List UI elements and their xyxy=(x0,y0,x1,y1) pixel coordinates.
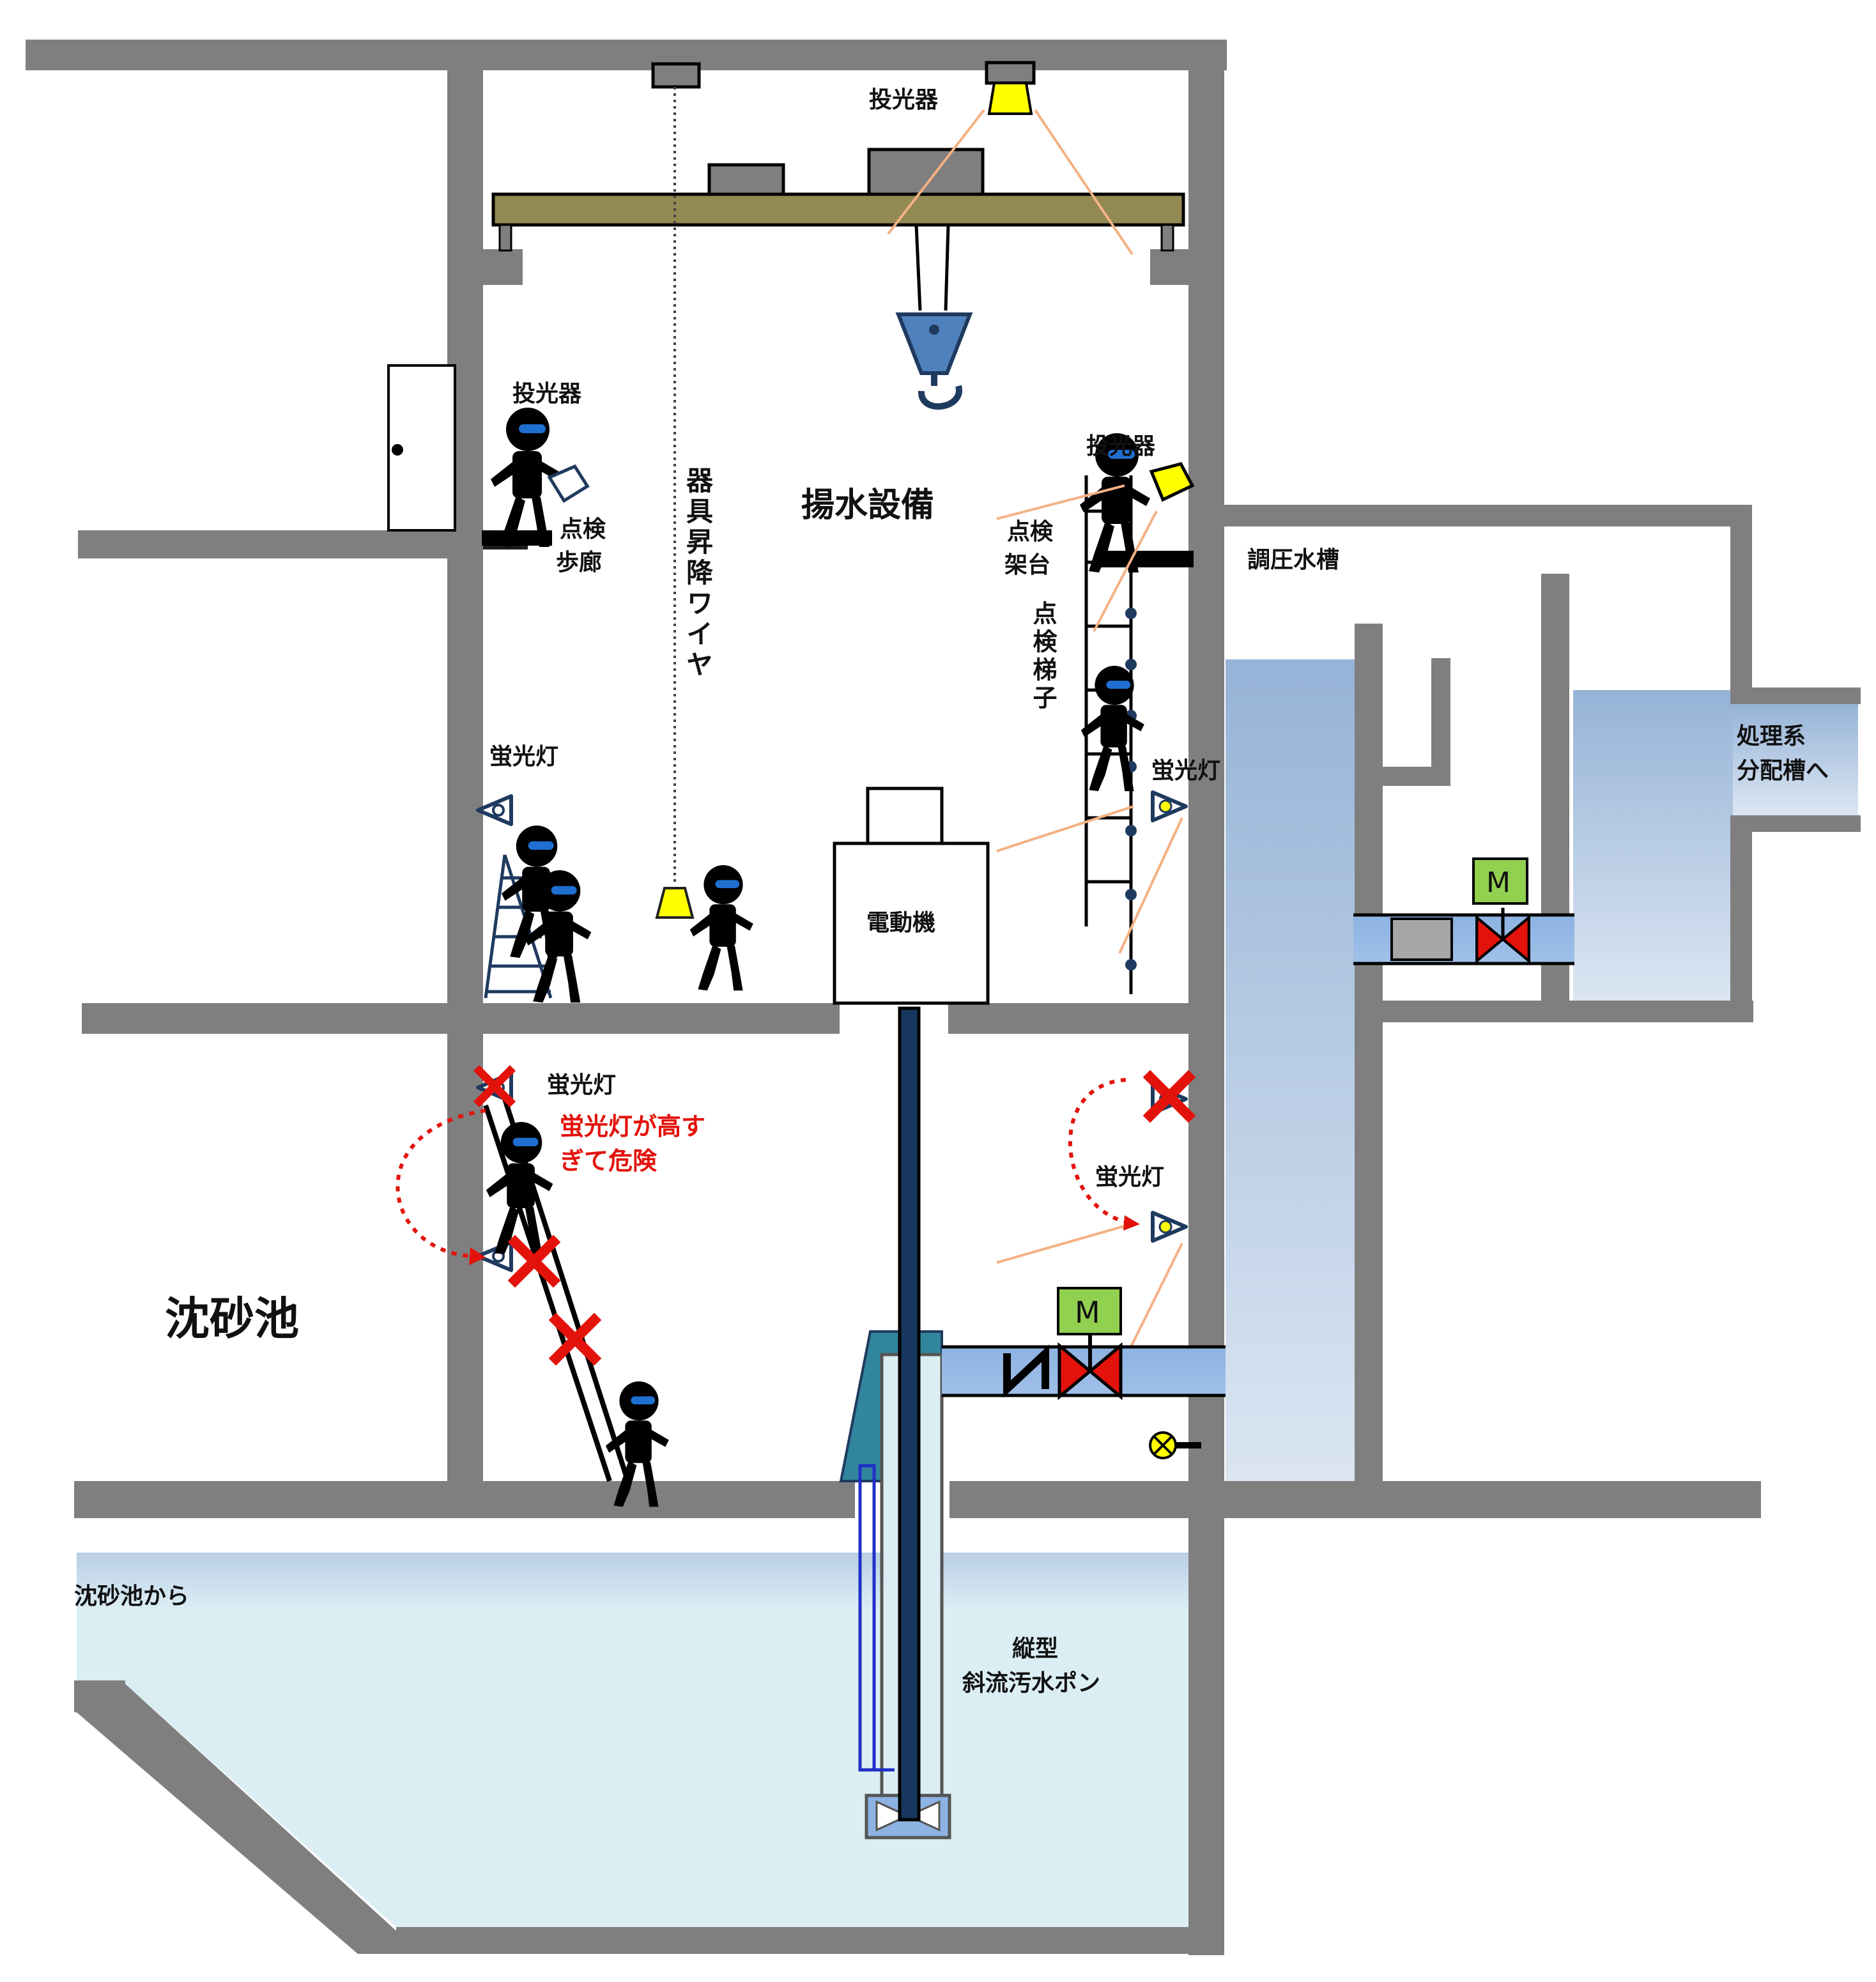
floodlight-top-icon xyxy=(985,61,1036,115)
fluorescent-label: 蛍光灯 xyxy=(547,1072,616,1098)
outlet-channel-water xyxy=(1733,703,1858,815)
overhead-crane xyxy=(491,62,1185,410)
worker-icon xyxy=(689,865,753,991)
motor-icon xyxy=(833,787,990,1005)
fluorescent-light-icon xyxy=(1153,1213,1186,1241)
inspection-ladder-label: 点検梯子 xyxy=(1029,601,1057,713)
pump-equipment-label: 揚水設備 xyxy=(801,486,934,525)
relocate-arrow xyxy=(1068,1078,1133,1225)
danger-note: 蛍光灯が高す ぎて危険 xyxy=(560,1112,714,1175)
surge-tank-water xyxy=(1226,659,1360,1489)
fluorescent-label: 蛍光灯 xyxy=(489,744,558,770)
valve-motor-label: M xyxy=(1075,1295,1100,1330)
valve-motor-box xyxy=(1472,857,1528,905)
pump-label: 縦型 斜流汚水ポン xyxy=(962,1636,1100,1696)
floodlight-label: 投光器 xyxy=(1086,433,1156,459)
distribution-label: 処理系 分配槽へ xyxy=(1737,723,1829,784)
floodlight-left-icon xyxy=(547,464,590,503)
valve-motor-box xyxy=(1057,1287,1122,1335)
wire-label: 器具昇降ワイヤ xyxy=(682,466,714,681)
inspection-platform xyxy=(1100,551,1194,567)
crane-hook-icon xyxy=(895,312,973,410)
pump-shaft xyxy=(898,1006,921,1822)
gauge-icon xyxy=(1149,1431,1201,1459)
sump-water xyxy=(77,1553,1188,1927)
from-grit-chamber-label: 沈砂池から xyxy=(74,1583,189,1609)
outlet-pipe xyxy=(1353,913,1574,965)
valve-motor-label: M xyxy=(1486,866,1511,899)
motor-label: 電動機 xyxy=(866,910,935,936)
inspection-platform-label: 点検 架台 xyxy=(1004,519,1061,578)
floodlight-label: 投光器 xyxy=(869,87,939,113)
fluorescent-light-icon xyxy=(1153,792,1186,820)
worker-icon xyxy=(1080,666,1144,792)
fluorescent-label: 蛍光灯 xyxy=(1151,758,1220,784)
fluorescent-label: 蛍光灯 xyxy=(1095,1164,1164,1190)
inspection-corridor-label: 点検 歩廊 xyxy=(556,516,614,576)
wire-lamp-icon xyxy=(655,887,695,919)
building-walls xyxy=(26,40,1861,1955)
door xyxy=(387,364,456,532)
relocate-arrow xyxy=(396,1109,486,1258)
floodlight-right-icon xyxy=(1149,462,1195,502)
floodlight-label: 投光器 xyxy=(512,381,582,407)
grit-chamber-label: 沈砂池 xyxy=(165,1293,299,1345)
distribution-channel-water xyxy=(1573,690,1733,1003)
surge-tank-label: 調圧水槽 xyxy=(1247,547,1339,573)
